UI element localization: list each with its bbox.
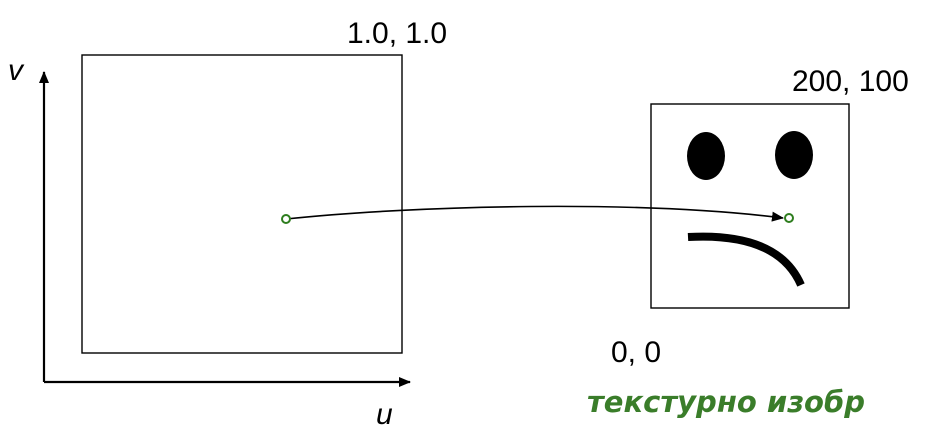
face-left-eye <box>687 132 725 180</box>
face-right-eye <box>775 131 813 179</box>
texture-image-box <box>650 103 850 309</box>
texture-image-caption: текстурно изобр <box>587 385 865 419</box>
uv-corner-label: 1.0, 1.0 <box>347 17 447 50</box>
uv-unit-square <box>81 54 403 354</box>
u-axis-label: u <box>376 398 393 429</box>
v-axis-label: v <box>8 54 25 87</box>
texel-sample-point <box>784 213 794 223</box>
face-frown-mouth <box>687 232 805 287</box>
mapping-arrow <box>285 205 784 222</box>
texture-bottom-corner-label: 0, 0 <box>611 336 661 369</box>
uv-sample-point <box>281 214 291 224</box>
texture-top-corner-label: 200, 100 <box>792 65 909 98</box>
